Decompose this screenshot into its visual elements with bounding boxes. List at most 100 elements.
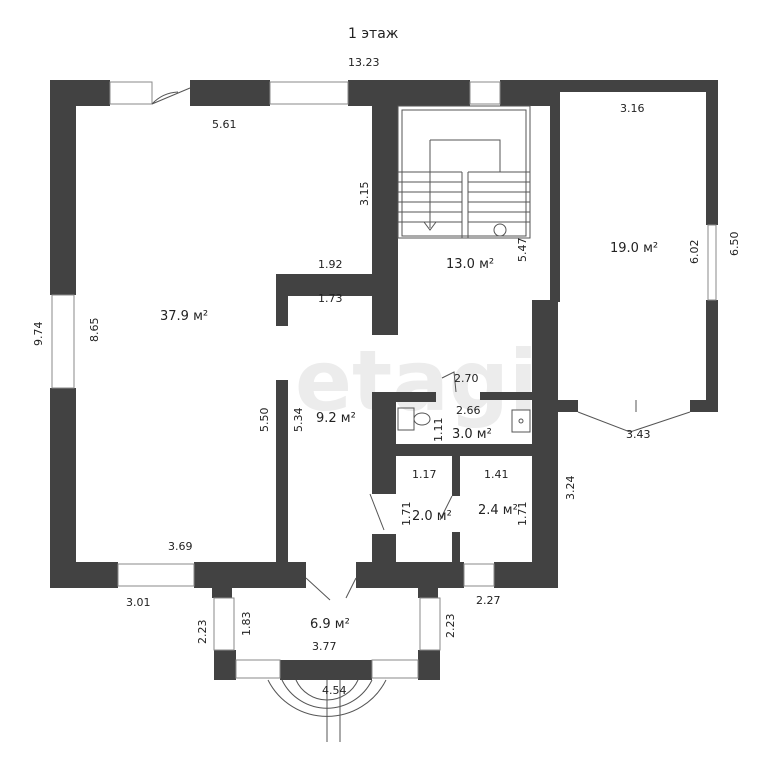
wall-toilet-right — [452, 456, 460, 496]
dimension-labels: 13.23 9.74 5.61 8.65 5.50 3.69 3.15 1.92… — [32, 56, 741, 697]
wall-corridor-left2 — [276, 380, 288, 578]
stair-inner — [401, 109, 527, 237]
porch-wall-right-top — [418, 588, 438, 598]
dim-corridor-top-outer: 1.92 — [318, 258, 343, 271]
wall-toilet-left — [372, 456, 396, 494]
window-bottom-1 — [117, 563, 195, 587]
porch-steps — [267, 679, 387, 742]
dim-toilet-height: 1.71 — [400, 502, 413, 527]
watermark: etagi — [295, 332, 538, 430]
window-top-2 — [269, 81, 349, 105]
door-small-room — [439, 495, 453, 521]
wall-left-top — [50, 80, 76, 295]
wall-corridor-top — [276, 274, 376, 286]
wall-right-room-left — [550, 92, 560, 302]
dim-right-outer-height: 6.50 — [728, 232, 741, 257]
door-top — [151, 87, 191, 105]
wall-right-room-bottom-left — [532, 400, 578, 412]
dim-right-lower-height: 3.24 — [564, 476, 577, 501]
dim-porch-inner-left: 1.83 — [240, 612, 253, 637]
dim-small-room-height: 1.71 — [516, 502, 529, 527]
door-front — [305, 577, 357, 601]
dim-corridor-height: 5.34 — [292, 408, 305, 433]
dim-corridor-top-inner: 1.73 — [318, 292, 343, 305]
stair-treads-right — [467, 171, 530, 238]
dim-porch-outer-left: 2.23 — [196, 620, 209, 645]
area-toilet: 2.0 м² — [412, 509, 452, 524]
dim-porch-width: 3.77 — [312, 640, 337, 653]
dim-right-room-height: 6.02 — [688, 240, 701, 265]
dim-living-height: 8.65 — [88, 318, 101, 343]
dim-living-bottom: 3.69 — [168, 540, 193, 553]
porch-wall-bottom — [280, 660, 372, 680]
wall-right-room-top — [558, 80, 718, 92]
window-top-3 — [469, 81, 501, 105]
window-porch-right — [419, 597, 441, 651]
windows — [51, 81, 717, 679]
wall-right-room-right-bottom — [706, 300, 718, 412]
sink-drain — [518, 418, 524, 424]
dim-hall-width: 2.70 — [454, 372, 479, 385]
wall-bath-bottom — [372, 444, 532, 456]
dim-living-top: 5.61 — [212, 118, 237, 131]
fixtures — [151, 87, 691, 742]
dim-toilet-width: 1.17 — [412, 468, 437, 481]
window-bottom-2 — [463, 563, 495, 587]
wall-hall-bath — [396, 392, 436, 402]
dim-right-room-top: 3.16 — [620, 102, 645, 115]
wall-stair-left — [372, 100, 398, 335]
dim-living-right-wall: 5.50 — [258, 408, 271, 433]
area-labels: 37.9 м² 13.0 м² 19.0 м² 9.2 м² 3.0 м² 2.… — [160, 241, 658, 632]
door-right-room — [577, 400, 691, 433]
floor-title: 1 этаж — [348, 26, 399, 42]
dim-stair-left: 3.15 — [358, 182, 371, 207]
wall-right-lower — [532, 300, 558, 588]
wall-bath-left — [372, 392, 396, 444]
dim-bath-width: 2.66 — [456, 404, 481, 417]
wall-top-mid — [190, 80, 270, 106]
porch-wall-left-top — [212, 588, 232, 598]
area-corridor: 9.2 м² — [316, 411, 356, 426]
area-right-room: 19.0 м² — [610, 241, 658, 256]
dim-overall-height: 9.74 — [32, 322, 45, 347]
toilet-bowl — [413, 412, 431, 426]
dim-right-room-bottom: 3.43 — [626, 428, 651, 441]
wall-toilet-right2 — [452, 532, 460, 562]
wall-hall-bath2 — [480, 392, 532, 400]
dim-bottom-right: 2.27 — [476, 594, 501, 607]
wall-corridor-top2 — [288, 286, 376, 296]
porch-wall-left — [214, 650, 236, 680]
wall-bottom-left — [50, 562, 118, 588]
porch-wall-right — [418, 650, 440, 680]
wall-left-bottom — [50, 388, 76, 588]
area-stair-hall: 13.0 м² — [446, 257, 494, 272]
window-porch-bottom-right — [371, 659, 419, 679]
wall-toilet-left2 — [372, 534, 396, 562]
door-toilet — [369, 493, 385, 531]
stair-post — [493, 223, 507, 237]
sink — [511, 409, 531, 433]
walls — [50, 80, 718, 680]
window-right — [707, 224, 717, 301]
window-left — [51, 294, 75, 389]
dim-overall-width: 13.23 — [348, 56, 380, 69]
dim-small-room-width: 1.41 — [484, 468, 509, 481]
wall-bottom-mid — [194, 562, 306, 588]
wall-bottom-right — [356, 562, 464, 588]
window-porch-left — [213, 597, 235, 651]
area-living-room: 37.9 м² — [160, 309, 208, 324]
area-bathroom: 3.0 м² — [452, 427, 492, 442]
area-porch: 6.9 м² — [310, 617, 350, 632]
window-porch-bottom-left — [235, 659, 281, 679]
area-small-room: 2.4 м² — [478, 503, 518, 518]
stair-landing — [423, 139, 501, 231]
wall-top-right — [500, 80, 558, 106]
dim-stair-right: 5.47 — [516, 238, 529, 263]
wall-top-mid2 — [348, 80, 470, 106]
wall-right-room-bottom — [690, 400, 718, 412]
door-hall — [441, 371, 457, 393]
wall-corridor-left — [276, 274, 288, 326]
window-top-1 — [109, 81, 153, 105]
dim-porch-outer-right: 2.23 — [444, 614, 457, 639]
